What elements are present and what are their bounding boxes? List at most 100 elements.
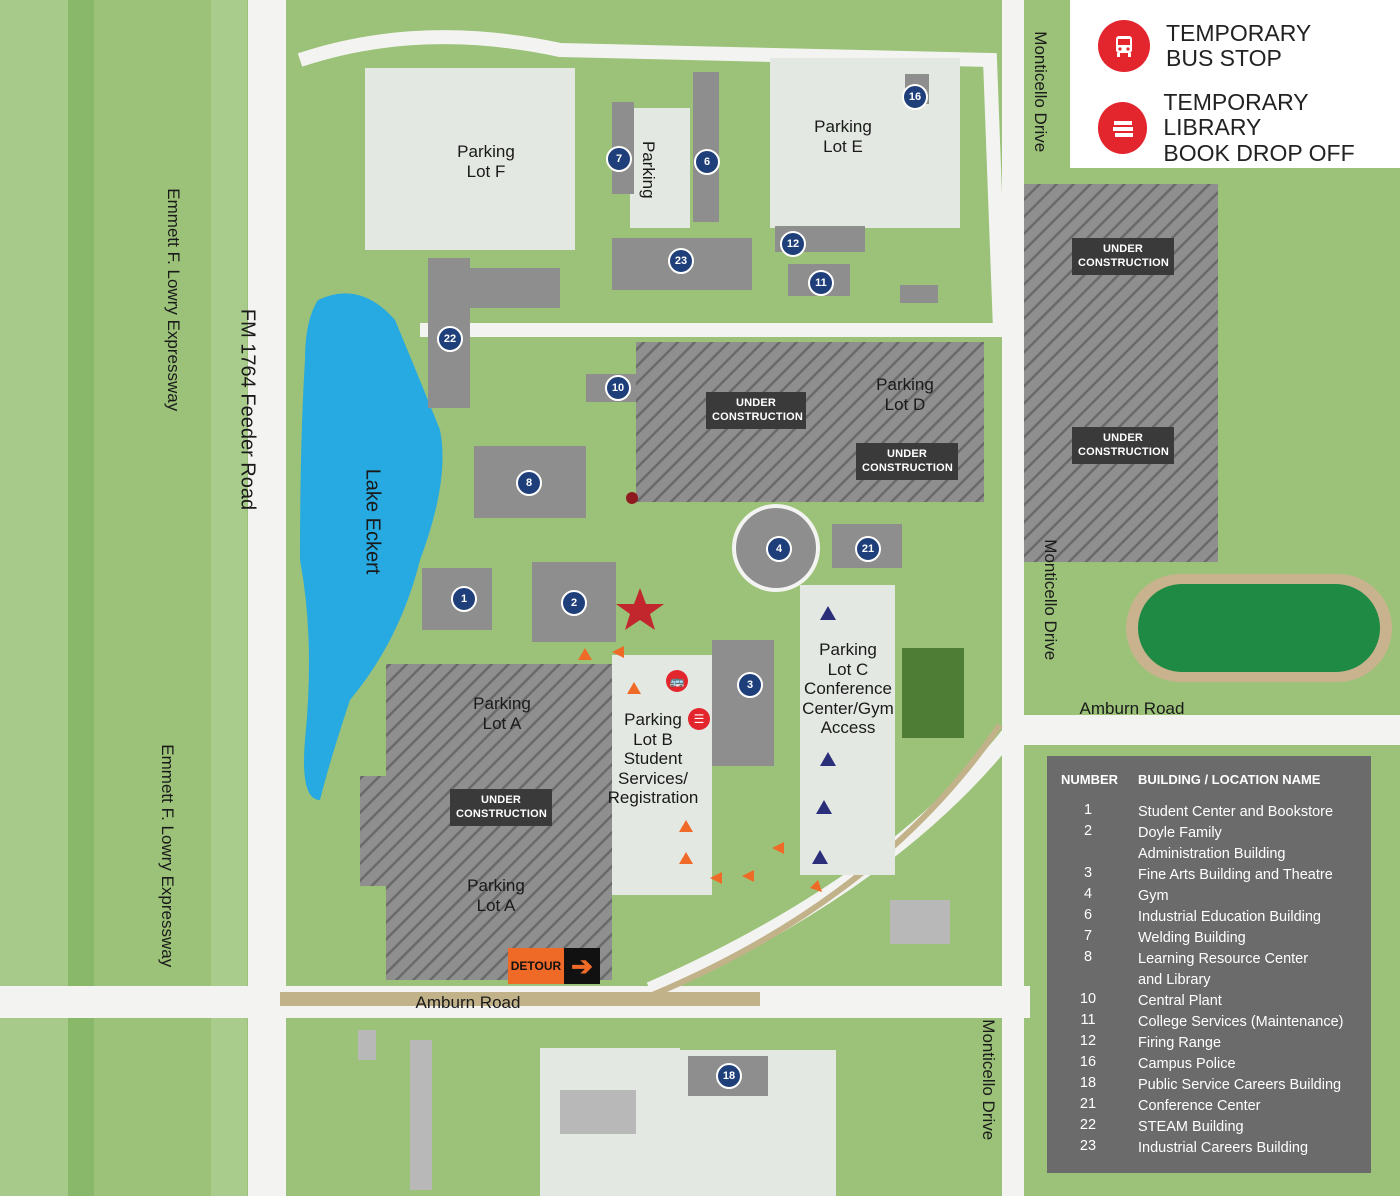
table-cell-number: 7	[1083, 928, 1093, 944]
lot-d-label: Parking Lot D	[876, 375, 934, 414]
table-cell-name: Gym	[1138, 888, 1169, 904]
building-southeast	[890, 900, 950, 944]
building-3	[712, 640, 774, 766]
marker-22[interactable]: 22	[437, 326, 463, 352]
table-cell-number: 16	[1079, 1054, 1097, 1070]
table-cell-name: College Services (Maintenance)	[1138, 1014, 1344, 1030]
marker-16[interactable]: 16	[902, 84, 928, 110]
monticello-label-1: Monticello Drive	[1030, 31, 1050, 153]
under-construction-badge: UNDER CONSTRUCTION	[706, 392, 806, 429]
table-cell-number: 2	[1083, 823, 1093, 839]
lot-f-label: Parking Lot F	[457, 142, 515, 181]
building-southwest-1	[358, 1030, 376, 1060]
table-cell-name: Central Plant	[1138, 993, 1222, 1009]
amburn-road-east	[1020, 715, 1400, 745]
under-construction-badge: UNDER CONSTRUCTION	[450, 789, 552, 826]
table-cell-number: 11	[1080, 1012, 1096, 1028]
monticello-label-3: Monticello Drive	[978, 1019, 998, 1141]
building-6	[693, 72, 719, 222]
lot-e-label: Parking Lot E	[814, 117, 872, 156]
table-cell-name: Firing Range	[1138, 1035, 1222, 1051]
bus-icon	[1098, 20, 1150, 72]
table-cell-name: Industrial Careers Building	[1138, 1140, 1309, 1156]
under-construction-badge: UNDER CONSTRUCTION	[856, 443, 958, 480]
lake-eckert	[300, 293, 443, 800]
table-cell-name: Fine Arts Building and Theatre	[1138, 867, 1333, 883]
athletic-field	[1138, 584, 1380, 672]
detour-arrow-icon: ➔	[564, 948, 600, 984]
table-cell-number: 18	[1079, 1075, 1097, 1091]
table-cell-name: Campus Police	[1138, 1056, 1236, 1072]
you-are-here-star	[616, 588, 664, 630]
lot-f-pavement	[365, 68, 575, 250]
marker-10[interactable]: 10	[605, 375, 631, 401]
table-header-name: BUILDING / LOCATION NAME	[1138, 772, 1321, 787]
legend-book-drop: TEMPORARY LIBRARY BOOK DROP OFF	[1098, 89, 1400, 166]
amburn-road-construction	[280, 992, 760, 1006]
lot-c-label: Parking Lot C Conference Center/Gym Acce…	[802, 640, 894, 738]
table-cell-number: 6	[1083, 907, 1093, 923]
detour-arrows	[578, 646, 822, 892]
table-cell-name: Doyle Family Administration Building	[1138, 825, 1286, 862]
table-cell-number: 1	[1083, 802, 1093, 818]
expressway-label-1: Emmett F. Lowry Expressway	[163, 188, 183, 412]
building-south-1	[560, 1090, 636, 1134]
parking-strip	[630, 108, 690, 228]
table-cell-name: Learning Resource Center and Library	[1138, 951, 1309, 988]
table-cell-name: Student Center and Bookstore	[1138, 804, 1334, 820]
building-table: NUMBER BUILDING / LOCATION NAME 1 Student…	[1047, 756, 1371, 1173]
monticello-drive	[1002, 0, 1024, 1196]
marker-2[interactable]: 2	[561, 590, 587, 616]
rail-track	[648, 723, 1003, 999]
building-southwest-2	[410, 1040, 432, 1190]
parking-label: Parking	[638, 140, 658, 199]
marker-4[interactable]: 4	[766, 536, 792, 562]
book-drop-marker[interactable]: ☰	[688, 708, 710, 730]
lot-a-label-2: Parking Lot A	[467, 876, 525, 915]
marker-23[interactable]: 23	[668, 248, 694, 274]
table-cell-number: 22	[1079, 1117, 1097, 1133]
detour-text: DETOUR	[508, 948, 564, 984]
under-construction-badge: UNDER CONSTRUCTION	[1072, 238, 1174, 275]
table-cell-name: Welding Building	[1138, 930, 1246, 946]
table-cell-number: 8	[1083, 949, 1093, 965]
amburn-road-label-1: Amburn Road	[415, 993, 521, 1012]
marker-6[interactable]: 6	[694, 149, 720, 175]
table-header-number: NUMBER	[1061, 772, 1119, 787]
building-22-wing	[428, 268, 560, 308]
marker-3[interactable]: 3	[737, 672, 763, 698]
building-small-ne	[900, 285, 938, 303]
marker-12[interactable]: 12	[780, 231, 806, 257]
table-cell-name: STEAM Building	[1138, 1119, 1244, 1135]
amburn-road-label-2: Amburn Road	[1079, 699, 1185, 718]
legend-bus-stop: TEMPORARY BUS STOP	[1098, 20, 1311, 72]
bus-stop-marker[interactable]: 🚌	[666, 670, 688, 692]
marker-8[interactable]: 8	[516, 470, 542, 496]
lot-b-label: Parking Lot B Student Services/ Registra…	[607, 710, 699, 808]
table-cell-name: Industrial Education Building	[1138, 909, 1321, 925]
green-field-se	[902, 648, 964, 738]
lot-c-pavement	[800, 585, 895, 875]
lot-b-pavement	[612, 655, 712, 895]
marker-7[interactable]: 7	[606, 146, 632, 172]
marker-21[interactable]: 21	[855, 536, 881, 562]
table-cell-number: 21	[1079, 1096, 1097, 1112]
table-cell-number: 23	[1079, 1138, 1097, 1154]
marker-1[interactable]: 1	[451, 586, 477, 612]
under-construction-badge: UNDER CONSTRUCTION	[1072, 427, 1174, 464]
detour-sign: DETOUR ➔	[508, 948, 600, 984]
books-icon	[1098, 101, 1148, 154]
table-cell-number: 4	[1083, 886, 1093, 902]
access-arrows	[812, 606, 836, 864]
table-cell-name: Public Service Careers Building	[1138, 1077, 1342, 1093]
marker-18[interactable]: 18	[716, 1063, 742, 1089]
marker-11[interactable]: 11	[808, 270, 834, 296]
lot-a-label-1: Parking Lot A	[473, 694, 531, 733]
table-cell-name: Conference Center	[1138, 1098, 1261, 1114]
feeder-road-label: FM 1764 Feeder Road	[236, 308, 259, 511]
monticello-label-2: Monticello Drive	[1040, 539, 1060, 661]
lake-label: Lake Eckert	[361, 468, 384, 575]
table-cell-number: 10	[1079, 991, 1097, 1007]
legend-bus-stop-text: TEMPORARY BUS STOP	[1166, 19, 1312, 71]
table-cell-number: 3	[1083, 865, 1093, 881]
